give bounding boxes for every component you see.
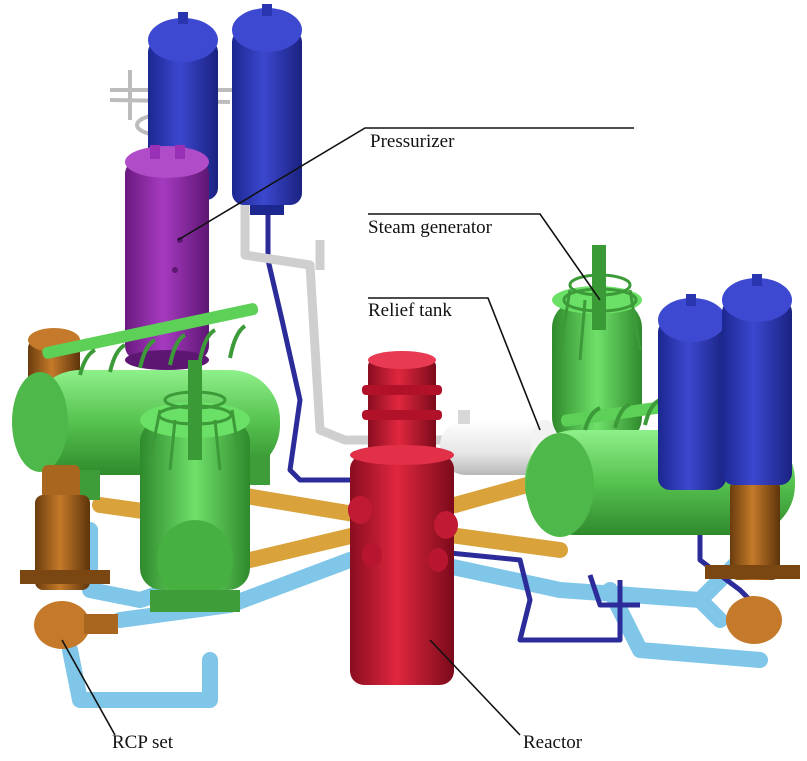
label-pressurizer: Pressurizer [370, 131, 455, 152]
leader-rcp-set [61, 639, 116, 736]
rcp-right [705, 480, 800, 644]
pressurizer-vessel [125, 145, 209, 370]
leader-reactor [429, 639, 521, 736]
label-reactor: Reactor [523, 732, 583, 753]
label-relief-tank: Relief tank [368, 300, 452, 321]
rcp-left-front [20, 465, 118, 649]
accumulator-left-front [232, 4, 302, 215]
leader-pressurizer [177, 127, 634, 241]
accumulator-right-rear [658, 294, 726, 490]
leader-steam-generator [368, 213, 601, 301]
steam-generator-left-vertical [140, 360, 250, 612]
pressurizer-relief-line [240, 120, 460, 445]
leader-relief-tank [368, 297, 541, 431]
label-steam-generator: Steam generator [368, 217, 492, 238]
label-rcp-set: RCP set [112, 732, 174, 753]
accumulator-left-rear [148, 12, 218, 200]
label-leader-lines [61, 127, 634, 736]
accumulator-right-front [722, 274, 792, 485]
reactor-pressure-vessel [348, 351, 458, 685]
